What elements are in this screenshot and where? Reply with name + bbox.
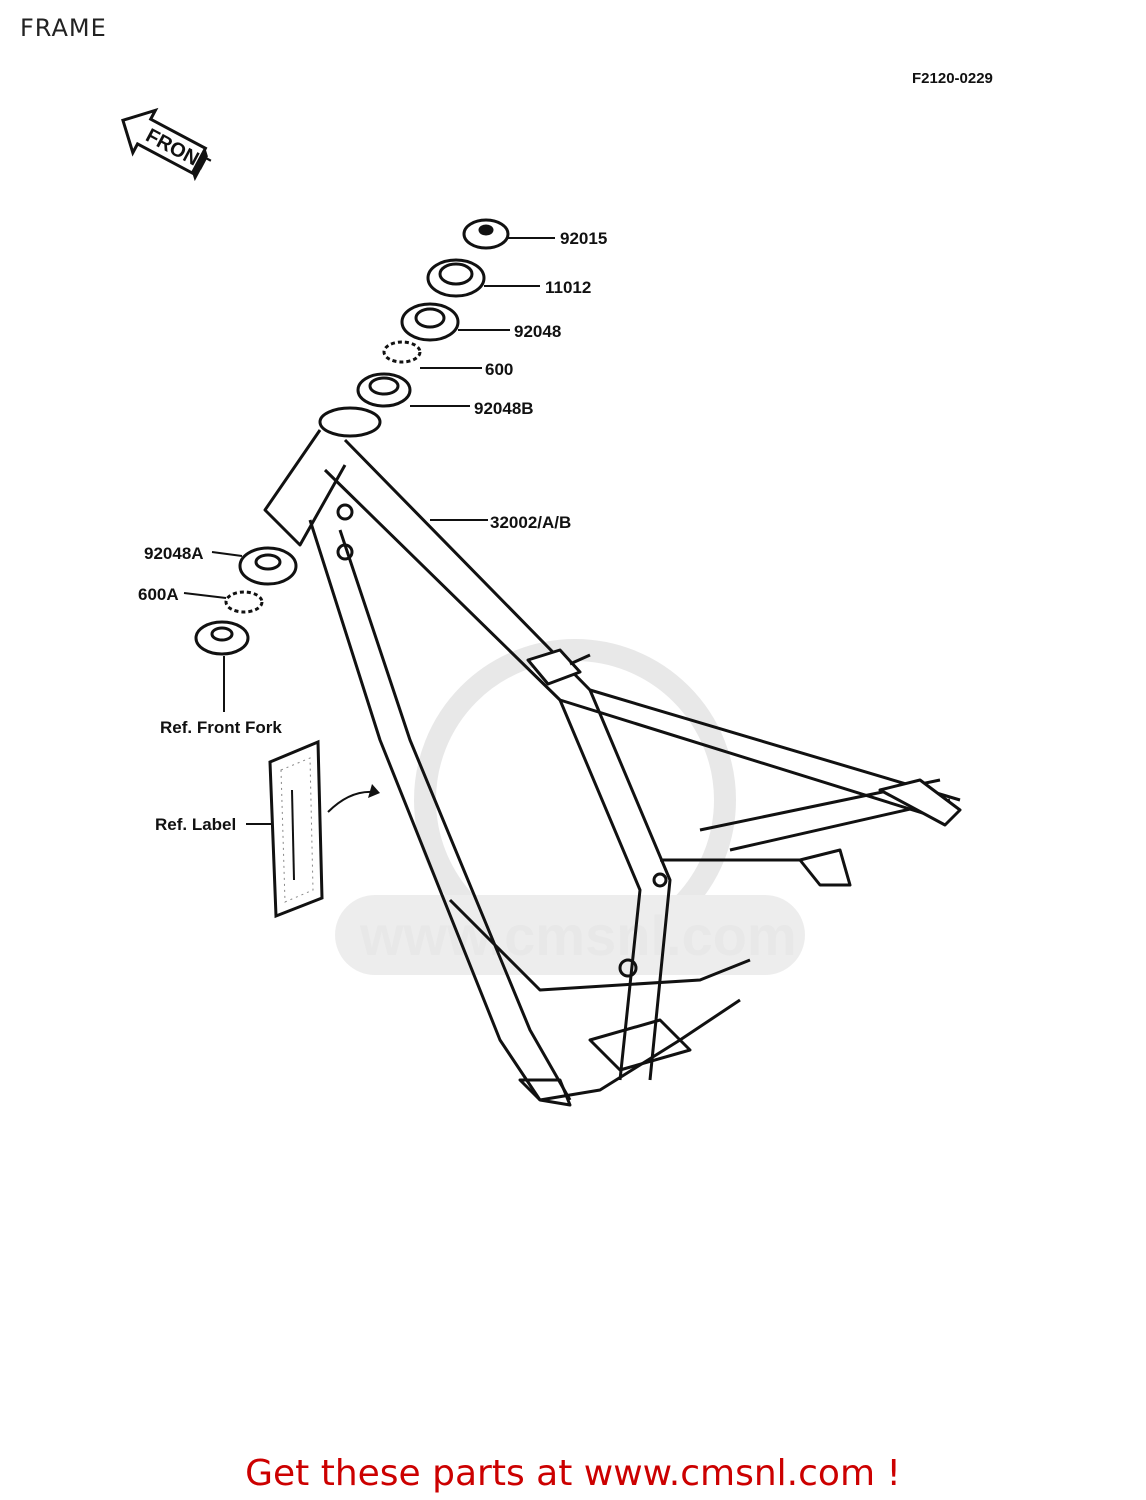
part-92048a-race: [238, 546, 298, 586]
front-fork-bearing: [194, 620, 250, 656]
part-label-92048: 92048: [514, 322, 561, 341]
get-parts-link[interactable]: Get these parts at www.cmsnl.com !: [245, 1453, 901, 1494]
page-title: FRAME: [20, 14, 107, 42]
part-92015-nut: [462, 218, 510, 250]
frame-32002: [263, 406, 962, 1107]
reference-label-sticker: [268, 739, 324, 919]
exploded-parts-diagram: www.cmsnl.com FRONT: [121, 107, 962, 1107]
front-arrow-icon: FRONT: [121, 107, 213, 182]
diagram-code: F2120-0229: [912, 70, 993, 87]
ref-front-fork-label: Ref. Front Fork: [160, 718, 282, 737]
part-600a-ball-ring: [224, 590, 264, 614]
ref-label-label: Ref. Label: [155, 815, 236, 834]
part-label-92048a: 92048A: [144, 544, 204, 563]
part-92048b-race: [356, 372, 412, 408]
part-label-11012: 11012: [545, 278, 591, 297]
part-label-92048b: 92048B: [474, 399, 534, 418]
part-label-32002: 32002/A/B: [490, 513, 571, 532]
part-label-600a: 600A: [138, 585, 179, 604]
watermark: www.cmsnl.com: [335, 639, 805, 975]
part-600-ball-ring: [382, 340, 422, 364]
part-92048-bearing-race: [400, 302, 460, 342]
part-11012-cap: [426, 258, 486, 298]
part-label-92015: 92015: [560, 229, 607, 248]
part-label-600: 600: [485, 360, 513, 379]
watermark-text: www.cmsnl.com: [359, 904, 797, 967]
leader-lines: [183, 237, 555, 825]
